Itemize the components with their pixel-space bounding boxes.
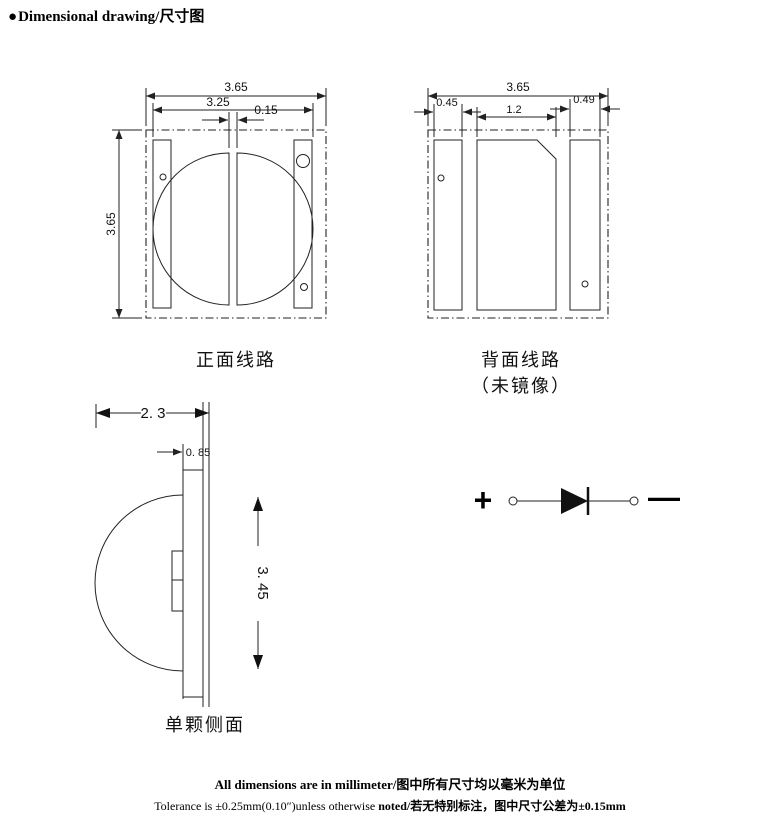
back-dim-pad-right: 0.49 bbox=[573, 94, 594, 106]
side-dome-lens bbox=[94, 494, 184, 672]
minus-sign: — bbox=[648, 479, 680, 515]
bullet-icon: ● bbox=[8, 9, 18, 25]
cathode-terminal-circle bbox=[629, 496, 639, 506]
front-right-pad bbox=[236, 152, 314, 306]
title-text: Dimensional drawing/尺寸图 bbox=[18, 9, 205, 25]
back-view-sublabel: （未镜像） bbox=[471, 376, 571, 396]
back-middle-pad bbox=[476, 139, 557, 311]
units-note: All dimensions are in millimeter/图中所有尺寸均… bbox=[214, 777, 566, 792]
front-view: 3.65 3.25 0.15 3.65 正面线路 bbox=[104, 80, 327, 370]
anode-terminal-circle bbox=[508, 496, 518, 506]
back-left-pad bbox=[433, 139, 463, 311]
back-package-outline bbox=[427, 129, 609, 319]
front-dim-height-total: 3.65 bbox=[104, 212, 118, 236]
back-view: 3.65 0.45 1.2 0.49 背面线路 （未镜像） bbox=[414, 80, 620, 396]
page-title: ●Dimensional drawing/尺寸图 bbox=[8, 5, 204, 26]
side-chip-upper bbox=[171, 550, 184, 581]
plus-sign: + bbox=[474, 482, 493, 518]
diode-symbol: + — bbox=[474, 479, 680, 518]
front-package-outline bbox=[145, 129, 327, 319]
side-dim-width-total: 2. 3 bbox=[140, 405, 165, 422]
back-dim-pad-left: 0.45 bbox=[436, 97, 457, 109]
side-view: 2. 3 0. 85 3. 45 单颗侧面 bbox=[94, 402, 271, 735]
front-dim-width-inner: 3.25 bbox=[206, 95, 230, 109]
front-alignment-hole-topright bbox=[296, 154, 310, 168]
front-left-electrode bbox=[152, 139, 172, 309]
back-right-pad bbox=[569, 139, 601, 311]
tolerance-note: Tolerance is ±0.25mm(0.10″)unless otherw… bbox=[0, 797, 780, 814]
back-alignment-hole-left bbox=[437, 174, 445, 182]
side-chip-lower bbox=[171, 579, 184, 612]
front-alignment-hole-bottomright bbox=[300, 283, 308, 291]
front-left-pad bbox=[152, 152, 230, 306]
front-alignment-hole-left bbox=[159, 173, 167, 181]
back-dim-width-total: 3.65 bbox=[506, 80, 530, 94]
side-dim-height-total: 3. 45 bbox=[254, 566, 271, 599]
back-view-label: 背面线路 bbox=[481, 350, 561, 370]
back-dim-pad-middle: 1.2 bbox=[506, 104, 521, 116]
diode-triangle-icon bbox=[561, 488, 588, 514]
side-dim-body-thickness: 0. 85 bbox=[186, 447, 210, 459]
front-dim-gap: 0.15 bbox=[254, 103, 278, 117]
front-dim-width-total: 3.65 bbox=[224, 80, 248, 94]
front-right-electrode bbox=[293, 139, 313, 309]
side-view-label: 单颗侧面 bbox=[165, 715, 245, 735]
back-alignment-hole-right bbox=[581, 280, 589, 288]
tolerance-note-normal: Tolerance is ±0.25mm(0.10″)unless otherw… bbox=[154, 799, 379, 813]
tolerance-note-bold: noted/若无特别标注，图中尺寸公差为±0.15mm bbox=[378, 799, 626, 813]
footer-notes: All dimensions are in millimeter/图中所有尺寸均… bbox=[0, 774, 780, 814]
front-view-label: 正面线路 bbox=[196, 350, 276, 370]
